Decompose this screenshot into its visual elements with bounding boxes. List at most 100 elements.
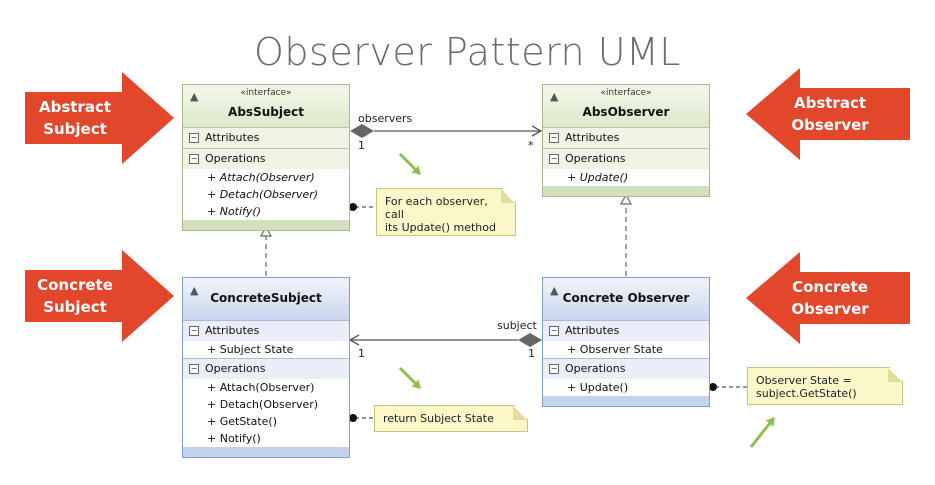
- collapse-minus-icon[interactable]: −: [189, 326, 199, 336]
- attributes-section: −Attributes: [183, 127, 349, 148]
- operation-item: + Notify(): [207, 432, 261, 445]
- abs-subject-class[interactable]: ▲ «interface» AbsSubject −Attributes −Op…: [182, 84, 350, 231]
- observers-aggregation-diamond: [350, 124, 374, 138]
- collapse-minus-icon[interactable]: −: [549, 364, 559, 374]
- operation-item: + Detach(Observer): [207, 398, 319, 411]
- collapse-minus-icon[interactable]: −: [549, 133, 559, 143]
- class-footer: [543, 396, 709, 406]
- concrete-observer-class[interactable]: ▲ Concrete Observer −Attributes + Observ…: [542, 277, 710, 407]
- class-header: ▲ «interface» AbsSubject: [183, 85, 349, 127]
- operation-item: + GetState(): [207, 415, 278, 428]
- attributes-header[interactable]: −Attributes: [543, 321, 709, 341]
- attributes-header[interactable]: −Attributes: [183, 321, 349, 341]
- operations-section: −Operations + Update(): [543, 358, 709, 396]
- update-note-anchor: [709, 383, 717, 391]
- abs-observer-class[interactable]: ▲ «interface» AbsObserver −Attributes −O…: [542, 84, 710, 197]
- class-name: Concrete Observer: [562, 291, 690, 305]
- collapse-chevron-icon[interactable]: ▲: [550, 90, 559, 103]
- note-fold-icon: [513, 406, 527, 420]
- section-label: Operations: [205, 152, 266, 165]
- observers-source-multiplicity: 1: [358, 139, 365, 152]
- subject-source-multiplicity: 1: [528, 347, 535, 360]
- note-line: For each observer, call: [385, 195, 488, 221]
- concrete-observer-callout-arrow: [746, 252, 910, 344]
- operations-section: −Operations + Update(): [543, 148, 709, 186]
- class-footer: [183, 447, 349, 457]
- abstract-observer-callout-arrow: [746, 68, 910, 160]
- class-footer: [543, 186, 709, 196]
- update-note: Observer State = subject.GetState(): [747, 367, 903, 405]
- collapse-minus-icon[interactable]: −: [549, 326, 559, 336]
- attribute-item: + Subject State: [207, 343, 294, 356]
- operations-section: −Operations + Attach(Observer) + Detach(…: [183, 358, 349, 447]
- class-name: AbsSubject: [228, 105, 304, 119]
- collapse-minus-icon[interactable]: −: [549, 154, 559, 164]
- attributes-section: −Attributes + Observer State: [543, 320, 709, 358]
- subject-target-multiplicity: 1: [358, 347, 365, 360]
- attributes-header[interactable]: −Attributes: [543, 128, 709, 148]
- section-label: Attributes: [565, 131, 620, 144]
- operation-item: + Update(): [567, 381, 629, 394]
- abstract-subject-callout: Abstract Subject: [30, 96, 120, 140]
- concrete-observer-callout: Concrete Observer: [770, 276, 890, 320]
- section-label: Operations: [565, 152, 626, 165]
- class-header: ▲ ConcreteSubject: [183, 278, 349, 320]
- class-name: ConcreteSubject: [210, 291, 322, 305]
- operations-header[interactable]: −Operations: [543, 359, 709, 379]
- callout-line: Abstract: [38, 98, 112, 116]
- collapse-minus-icon[interactable]: −: [189, 154, 199, 164]
- operation-item: + Attach(Observer): [207, 171, 315, 184]
- concrete-subject-callout-arrow: [25, 250, 174, 342]
- class-stereotype: «interface»: [600, 88, 652, 98]
- observers-role-label: observers: [358, 112, 413, 125]
- subject-role-label: subject: [497, 319, 537, 332]
- operation-item: + Notify(): [207, 205, 262, 218]
- attributes-section: −Attributes + Subject State: [183, 320, 349, 358]
- subject-aggregation-diamond: [518, 333, 542, 347]
- callout-line: Subject: [43, 298, 107, 316]
- notify-note-anchor: [349, 203, 357, 211]
- concrete-subject-class[interactable]: ▲ ConcreteSubject −Attributes + Subject …: [182, 277, 350, 458]
- class-header: ▲ Concrete Observer: [543, 278, 709, 320]
- callout-line: Abstract: [793, 94, 867, 112]
- attributes-header[interactable]: −Attributes: [183, 128, 349, 148]
- concrete-subject-callout: Concrete Subject: [30, 274, 120, 318]
- collapse-chevron-icon[interactable]: ▲: [550, 284, 559, 297]
- operations-section: −Operations + Attach(Observer) + Detach(…: [183, 148, 349, 220]
- section-label: Attributes: [205, 324, 260, 337]
- note-line: return Subject State: [383, 412, 494, 425]
- class-header: ▲ «interface» AbsObserver: [543, 85, 709, 127]
- observers-target-multiplicity: *: [528, 139, 534, 152]
- section-label: Operations: [205, 362, 266, 375]
- getstate-note-anchor: [349, 414, 357, 422]
- operations-header[interactable]: −Operations: [543, 149, 709, 169]
- callout-line: Observer: [791, 116, 869, 134]
- callout-line: Observer: [791, 300, 869, 318]
- callout-line: Subject: [43, 120, 107, 138]
- subject-realization-triangle: [259, 225, 273, 237]
- abstract-subject-callout-arrow: [25, 72, 174, 164]
- observer-realization-triangle: [619, 193, 633, 205]
- getstate-note: return Subject State: [374, 405, 528, 432]
- note-line: subject.GetState(): [756, 387, 857, 400]
- collapse-minus-icon[interactable]: −: [189, 133, 199, 143]
- class-footer: [183, 220, 349, 230]
- operations-header[interactable]: −Operations: [183, 359, 349, 379]
- collapse-chevron-icon[interactable]: ▲: [190, 90, 199, 103]
- collapse-chevron-icon[interactable]: ▲: [190, 284, 199, 297]
- attribute-item: + Observer State: [567, 343, 663, 356]
- operation-item: + Detach(Observer): [207, 188, 319, 201]
- section-label: Operations: [565, 362, 626, 375]
- abstract-observer-callout: Abstract Observer: [770, 92, 890, 136]
- note-line: Observer State =: [756, 374, 852, 387]
- operations-header[interactable]: −Operations: [183, 149, 349, 169]
- operation-item: + Update(): [567, 171, 629, 184]
- collapse-minus-icon[interactable]: −: [189, 364, 199, 374]
- section-label: Attributes: [565, 324, 620, 337]
- note-fold-icon: [888, 368, 902, 382]
- pointer-arrow-2: [398, 366, 422, 390]
- attributes-section: −Attributes: [543, 127, 709, 148]
- section-label: Attributes: [205, 131, 260, 144]
- class-name: AbsObserver: [582, 105, 670, 119]
